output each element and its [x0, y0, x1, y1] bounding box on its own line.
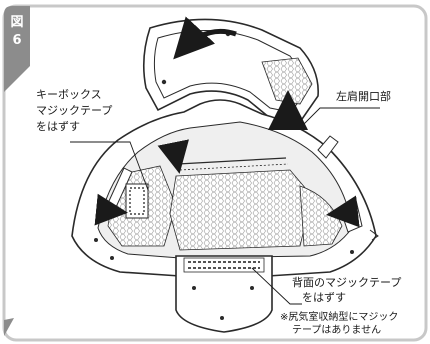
corner-wedge [4, 318, 14, 336]
leader-left-shoulder [299, 107, 380, 129]
label-back-velcro-1: 背面のマジックテープ [292, 275, 401, 289]
note-line-2: テープはありません [292, 324, 381, 336]
zipper-line-1 [177, 157, 287, 165]
back-velcro-panel [183, 257, 265, 273]
note-line-1: ※尻気室収納型にマジック [280, 310, 398, 323]
arrow-flap-rotate [173, 16, 237, 60]
label-back-velcro-2: をはずす [302, 291, 346, 304]
label-keybox-2: マジックテープ [36, 104, 112, 117]
arrow-right-in [326, 195, 360, 228]
key-box [125, 183, 149, 219]
leader-keybox [70, 141, 149, 191]
figure-tag-label-1: 図 [10, 15, 23, 30]
mesh-center [169, 169, 313, 251]
arrow-left-in [94, 193, 128, 226]
leader-back-velcro [251, 267, 302, 305]
motion-arrows [94, 16, 360, 228]
figure-tag [4, 6, 30, 92]
right-buckle [317, 135, 339, 159]
figure-tag-label-2: 6 [12, 33, 21, 48]
arrow-center-down [157, 139, 189, 174]
label-keybox-3: をはずす [36, 120, 80, 133]
label-keybox-1: キーボックス [36, 88, 102, 101]
tail-flap [175, 255, 273, 333]
label-left-shoulder: 左肩開口部 [336, 89, 391, 103]
